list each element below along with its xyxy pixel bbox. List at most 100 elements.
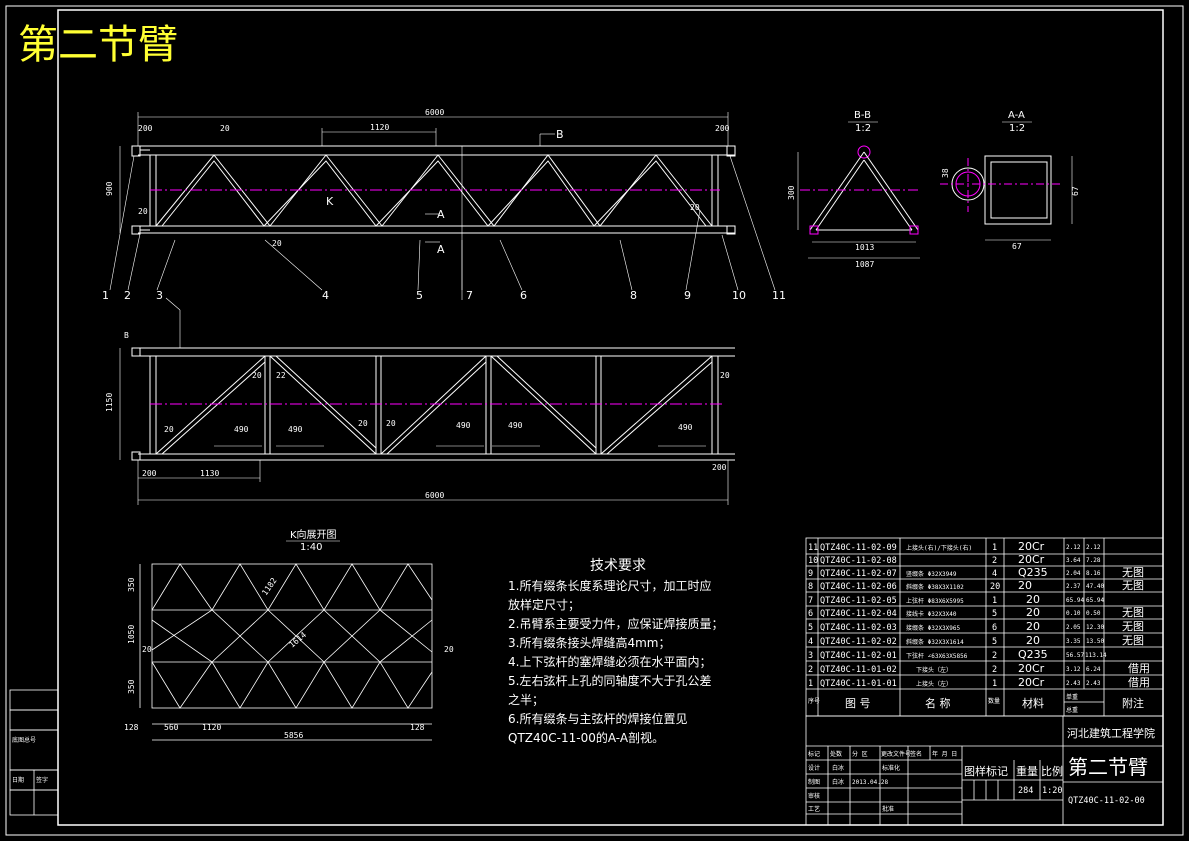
svg-text:13.50: 13.50 — [1086, 638, 1104, 645]
requirement-line-7: 之半； — [508, 693, 544, 707]
svg-text:8: 8 — [808, 582, 813, 592]
tb-mark: 标记 — [808, 750, 820, 758]
svg-text:6.24: 6.24 — [1086, 666, 1101, 673]
section-bb — [797, 145, 920, 259]
requirement-line-3: 2.吊臂系主要受力件，应保证焊接质量； — [508, 616, 723, 631]
tb-std: 标准化 — [882, 764, 900, 772]
bom-row: 8 QTZ40C-11-02-06 斜缀条 Φ38X3X1102 20 20 2… — [808, 579, 1144, 592]
svg-text:QTZ40C-11-02-05: QTZ40C-11-02-05 — [820, 596, 897, 606]
front-d490-1: 490 — [234, 425, 249, 434]
tb-drawing-name: 第二节臂 — [1068, 755, 1148, 779]
svg-text:20: 20 — [1018, 579, 1032, 592]
front-view-dims — [119, 297, 729, 505]
bom-row: 3 QTZ40C-11-02-01 下弦杆 ∠63X63X5856 2 Q235… — [808, 648, 1107, 661]
svg-text:2.37: 2.37 — [1066, 583, 1081, 590]
top-mark-b: B — [556, 128, 564, 141]
front-dim-height: 1150 — [105, 393, 114, 412]
svg-text:Q235: Q235 — [1018, 566, 1048, 579]
svg-text:0.50: 0.50 — [1086, 610, 1101, 617]
svg-text:接缀条 Φ32X3X965: 接缀条 Φ32X3X965 — [906, 624, 961, 632]
inner-frame — [57, 9, 1164, 826]
svg-text:2.04: 2.04 — [1066, 570, 1081, 577]
k-dim-20-right: 20 — [444, 645, 454, 654]
requirement-line-6: 5.左右弦杆上孔的同轴度不大于孔公差 — [508, 673, 711, 688]
svg-text:56.57: 56.57 — [1066, 652, 1084, 659]
svg-text:无图: 无图 — [1122, 579, 1144, 592]
svg-text:数量: 数量 — [988, 697, 1000, 705]
tb-drawing-no: QTZ40C-11-02-00 — [1068, 796, 1145, 806]
svg-text:3.12: 3.12 — [1066, 666, 1081, 673]
svg-text:4: 4 — [808, 637, 813, 647]
svg-text:2: 2 — [992, 651, 997, 661]
svg-text:5: 5 — [808, 623, 813, 633]
bom-row: 5 QTZ40C-11-02-03 接缀条 Φ32X3X965 6 20 2.0… — [808, 620, 1144, 633]
svg-text:QTZ40C-11-02-09: QTZ40C-11-02-09 — [820, 543, 897, 553]
top-dim-small-1: 20 — [220, 124, 230, 133]
front-dim-left: 200 — [142, 469, 157, 478]
tb-date: 年 月 日 — [932, 750, 957, 758]
svg-text:3: 3 — [808, 651, 813, 661]
k-dim-bot: 350 — [127, 679, 136, 694]
tb-sign: 签名 — [910, 750, 922, 758]
bom-row: 2 QTZ40C-11-01-02 下接头（左） 2 20Cr 3.12 6.2… — [808, 662, 1150, 675]
svg-text:20: 20 — [990, 582, 1000, 592]
tb-change: 更改文件号 — [881, 750, 911, 758]
tb-weight: 重量 — [1016, 764, 1038, 778]
tb-weight-value: 284 — [1018, 786, 1033, 796]
svg-text:2.12: 2.12 — [1066, 544, 1081, 551]
svg-text:2.43: 2.43 — [1066, 680, 1081, 687]
bom-rows: 11 QTZ40C-11-02-09 上接头(右)/下接头(右) 1 20Cr … — [808, 540, 1150, 714]
svg-text:3.64: 3.64 — [1066, 557, 1081, 564]
k-view-title: K向展开图 — [290, 528, 337, 541]
tb-scale: 比例 — [1041, 764, 1063, 778]
tb-count: 处数 — [830, 750, 842, 758]
svg-text:QTZ40C-11-02-03: QTZ40C-11-02-03 — [820, 623, 897, 633]
front-dim-right: 200 — [712, 463, 727, 472]
svg-text:5: 5 — [992, 637, 997, 647]
side-stamp — [9, 689, 59, 816]
outer-frame — [5, 5, 1184, 836]
svg-text:1: 1 — [992, 679, 997, 689]
aa-section-scale: 1:2 — [1009, 123, 1025, 134]
front-d20-a: 20 — [252, 371, 262, 380]
aa-section-name: A-A — [1008, 110, 1025, 121]
svg-text:借用: 借用 — [1128, 662, 1150, 675]
balloon-2: 2 — [124, 289, 131, 302]
balloon-9: 9 — [684, 289, 691, 302]
k-dim-top: 350 — [127, 577, 136, 592]
bb-section-name: B-B — [854, 110, 871, 121]
svg-text:Q235: Q235 — [1018, 648, 1048, 661]
tb-check: 审核 — [808, 792, 820, 800]
svg-text:借用: 借用 — [1128, 676, 1150, 689]
k-dim-128-right: 128 — [410, 723, 425, 732]
tb-drawn: 制图 — [808, 778, 820, 786]
k-dim-560: 560 — [164, 723, 179, 732]
svg-text:6: 6 — [992, 623, 997, 633]
svg-text:10: 10 — [808, 556, 818, 566]
bom-row: 4 QTZ40C-11-02-02 斜缀条 Φ32X3X1614 5 20 3.… — [808, 634, 1144, 647]
top-view-dims — [119, 112, 729, 300]
svg-text:6: 6 — [808, 609, 813, 619]
balloon-7: 7 — [466, 289, 473, 302]
svg-text:下弦杆 ∠63X63X5856: 下弦杆 ∠63X63X5856 — [906, 652, 968, 660]
svg-text:无图: 无图 — [1122, 620, 1144, 633]
tb-drawer: 白冰 — [832, 778, 844, 786]
svg-text:无图: 无图 — [1122, 606, 1144, 619]
svg-text:11: 11 — [808, 543, 818, 553]
section-aa — [951, 155, 1073, 241]
tb-designer: 白冰 — [832, 764, 844, 772]
side-stamp-box3: 签字 — [36, 776, 48, 784]
front-d490-2: 490 — [288, 425, 303, 434]
front-mark-b: B — [124, 331, 129, 340]
bb-section-scale: 1:2 — [855, 123, 871, 134]
top-dim-small-3: 20 — [272, 239, 282, 248]
svg-text:单重: 单重 — [1066, 693, 1078, 701]
tb-approve: 批准 — [882, 805, 894, 813]
k-dim-mid: 1050 — [127, 625, 136, 644]
svg-text:无图: 无图 — [1122, 634, 1144, 647]
front-dim-pitch: 1130 — [200, 469, 219, 478]
front-d20-b: 20 — [164, 425, 174, 434]
front-d20-e: 20 — [720, 371, 730, 380]
svg-text:QTZ40C-11-02-01: QTZ40C-11-02-01 — [820, 651, 897, 661]
aa-dim-left: 38 — [941, 168, 950, 178]
